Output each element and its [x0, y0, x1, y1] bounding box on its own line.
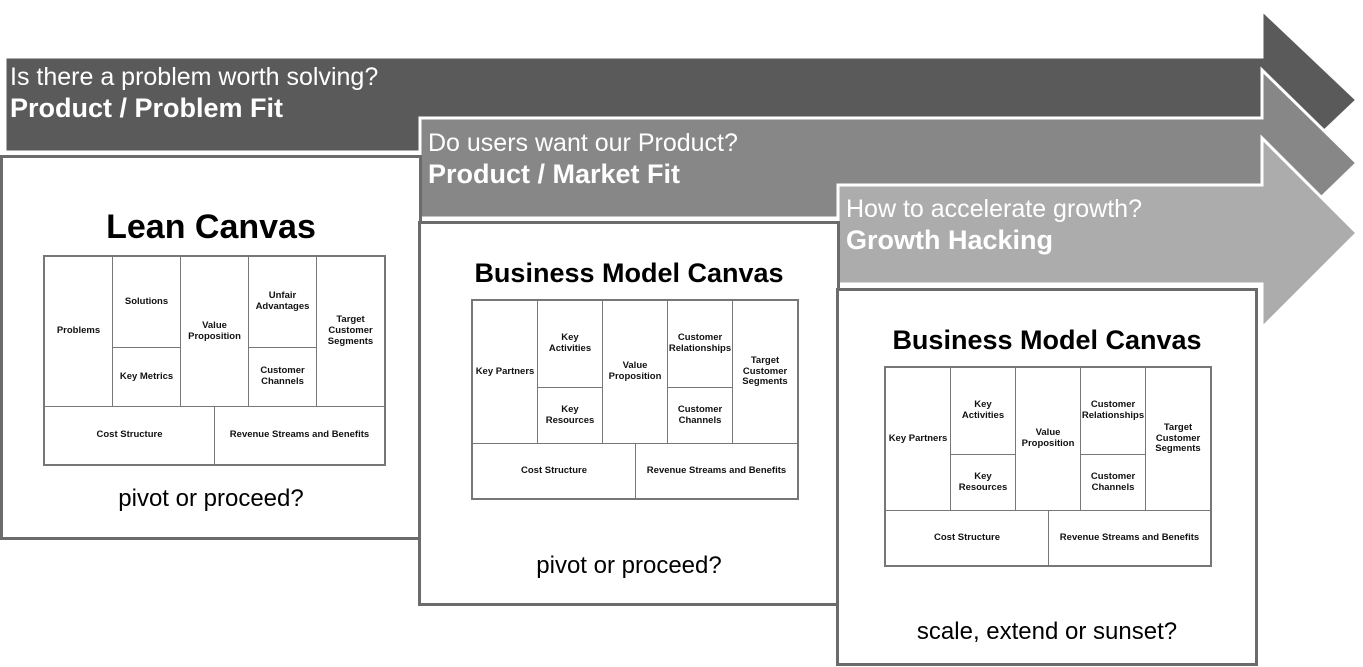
- cell-problems: Problems: [44, 256, 113, 407]
- cell-target-customer-segments: Target Customer Segments: [1145, 367, 1211, 511]
- stage-3-heading: How to accelerate growth? Growth Hacking: [846, 194, 1142, 256]
- cell-value-proposition: Value Proposition: [602, 300, 668, 444]
- cell-cost-structure: Cost Structure: [885, 510, 1049, 566]
- cell-customer-channels: Customer Channels: [1080, 454, 1146, 511]
- cell-value-proposition: Value Proposition: [180, 256, 249, 407]
- cell-customer-channels: Customer Channels: [248, 347, 317, 407]
- cell-cost-structure: Cost Structure: [472, 443, 636, 499]
- stage-1-panel: Lean Canvas Problems Solutions Key Metri…: [0, 155, 422, 540]
- cell-key-metrics: Key Metrics: [112, 347, 181, 407]
- stage-2-fit: Product / Market Fit: [428, 159, 681, 189]
- stage-3-fit: Growth Hacking: [846, 225, 1054, 255]
- arrow-stage-3: [836, 134, 1360, 332]
- stage-3-caption: scale, extend or sunset?: [916, 618, 1178, 645]
- cell-value-proposition: Value Proposition: [1015, 367, 1081, 511]
- cell-key-activities: Key Activities: [537, 300, 603, 388]
- stage-1-caption: pivot or proceed?: [118, 485, 304, 512]
- stage-3-panel: Business Model Canvas Key Partners Key A…: [836, 288, 1258, 666]
- cell-customer-channels: Customer Channels: [667, 387, 733, 444]
- cell-key-partners: Key Partners: [885, 367, 951, 511]
- cell-cost-structure: Cost Structure: [44, 406, 215, 465]
- cell-key-partners: Key Partners: [472, 300, 538, 444]
- cell-unfair-advantages: Unfair Advantages: [248, 256, 317, 348]
- canvas-title: Business Model Canvas: [892, 325, 1202, 355]
- stage-1-heading: Is there a problem worth solving? Produc…: [10, 62, 378, 124]
- cell-revenue-streams: Revenue Streams and Benefits: [1048, 510, 1211, 566]
- stage-1-fit: Product / Problem Fit: [10, 93, 284, 123]
- stage-2-caption: pivot or proceed?: [536, 552, 722, 579]
- business-model-canvas-grid: Key Partners Key Activities Key Resource…: [884, 366, 1212, 567]
- cell-key-resources: Key Resources: [537, 387, 603, 444]
- cell-target-customer-segments: Target Customer Segments: [316, 256, 385, 407]
- stage-2-heading: Do users want our Product? Product / Mar…: [428, 128, 738, 190]
- canvas-title: Lean Canvas: [106, 208, 316, 246]
- cell-key-resources: Key Resources: [950, 454, 1016, 511]
- stage-3-question: How to accelerate growth?: [846, 195, 1142, 223]
- stage-1-question: Is there a problem worth solving?: [10, 63, 379, 91]
- cell-revenue-streams: Revenue Streams and Benefits: [635, 443, 798, 499]
- lean-canvas-grid: Problems Solutions Key Metrics Value Pro…: [43, 255, 386, 466]
- canvas-title: Business Model Canvas: [474, 258, 784, 288]
- cell-target-customer-segments: Target Customer Segments: [732, 300, 798, 444]
- cell-revenue-streams: Revenue Streams and Benefits: [214, 406, 385, 465]
- stage-2-question: Do users want our Product?: [428, 129, 738, 157]
- cell-solutions: Solutions: [112, 256, 181, 348]
- cell-key-activities: Key Activities: [950, 367, 1016, 455]
- cell-customer-relationships: Customer Relationships: [667, 300, 733, 388]
- cell-customer-relationships: Customer Relationships: [1080, 367, 1146, 455]
- stage-2-panel: Business Model Canvas Key Partners Key A…: [418, 221, 840, 606]
- business-model-canvas-grid: Key Partners Key Activities Key Resource…: [471, 299, 799, 500]
